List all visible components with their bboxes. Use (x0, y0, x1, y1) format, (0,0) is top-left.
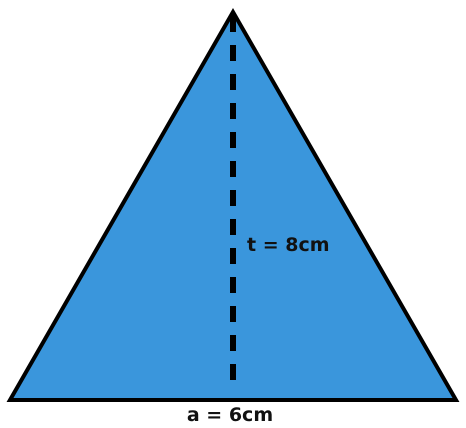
base-label: a = 6cm (187, 404, 273, 426)
height-label: t = 8cm (247, 234, 330, 256)
